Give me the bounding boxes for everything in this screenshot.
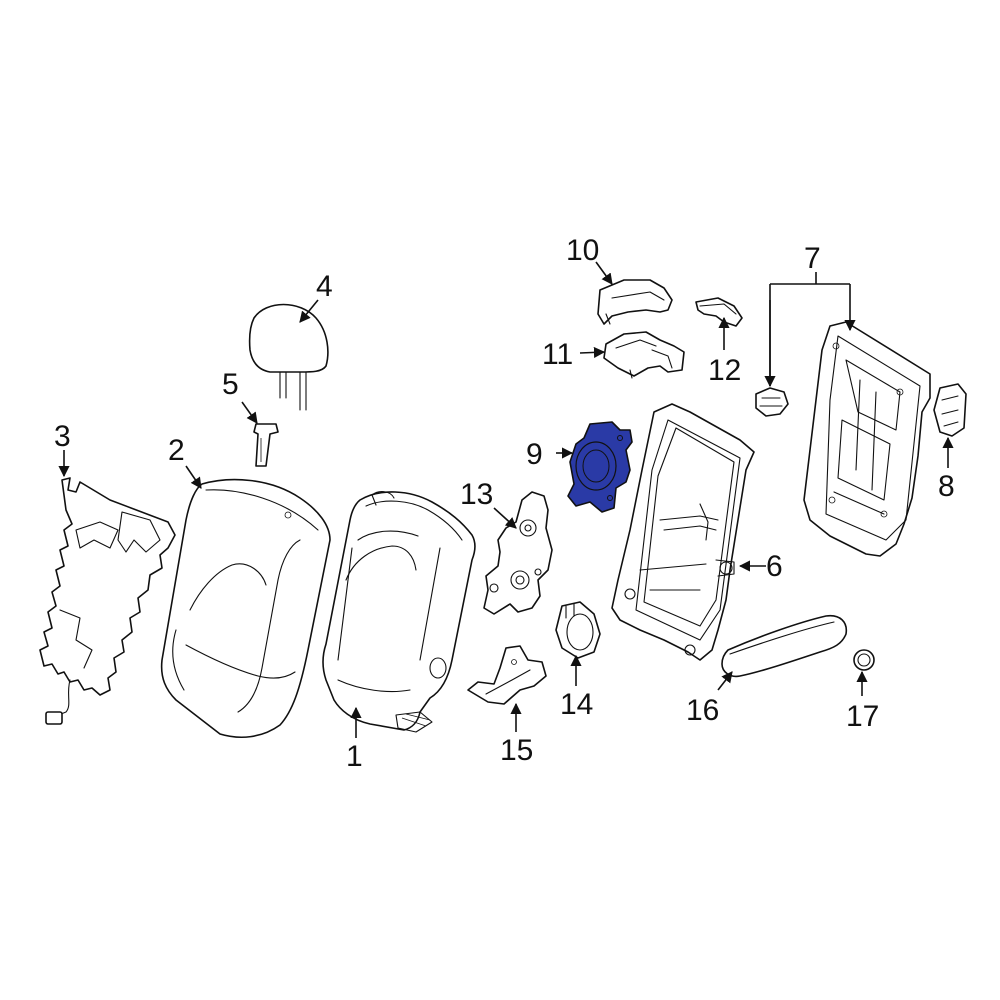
leader-16 [717,671,733,691]
callout-11: 11 [542,338,573,371]
callout-10: 10 [566,234,599,267]
part-8-latch [933,383,967,437]
part-11-cover [603,331,685,379]
part-13-recliner [483,491,553,615]
leader-11 [579,346,606,359]
part-15-bracket [467,645,547,705]
callout-3: 3 [54,420,71,453]
part-7-back-panel [803,321,931,557]
leader-7 [769,272,850,386]
leader-lines [58,261,954,738]
callout-16: 16 [686,694,719,727]
callout-13: 13 [460,478,493,511]
part-3-heater-element [39,477,176,725]
part-16-armrest [721,614,848,678]
callout-1: 1 [346,740,363,773]
callout-2: 2 [168,434,185,467]
callout-12: 12 [708,354,741,387]
part-4-headrest [248,303,329,411]
callout-14: 14 [560,688,593,721]
callout-6: 6 [766,550,783,583]
callout-15: 15 [500,734,533,767]
part-5-headrest-guide [253,423,279,467]
callout-5: 5 [222,368,239,401]
part-17-cap [853,649,875,671]
part-10-cover [597,279,673,325]
leader-2 [185,465,202,489]
leader-10 [595,261,613,285]
callout-labels: 1 2 3 4 5 6 7 8 9 10 11 12 13 14 15 16 1… [54,234,955,773]
part-6-seatback-frame [611,403,755,661]
leader-13 [493,507,517,529]
callout-4: 4 [316,270,333,303]
leader-5 [241,401,258,424]
part-7-clip [755,387,789,417]
part-9-recliner-cover [567,421,633,513]
part-2-seatback-cover [160,478,331,739]
callout-9: 9 [526,438,543,471]
part-1-seatback-assembly [322,491,476,733]
callout-8: 8 [938,470,955,503]
callout-7: 7 [804,242,821,275]
part-12-trim [695,297,743,327]
callout-17: 17 [846,700,879,733]
leader-4 [299,299,319,323]
part-14-cap [555,601,601,659]
